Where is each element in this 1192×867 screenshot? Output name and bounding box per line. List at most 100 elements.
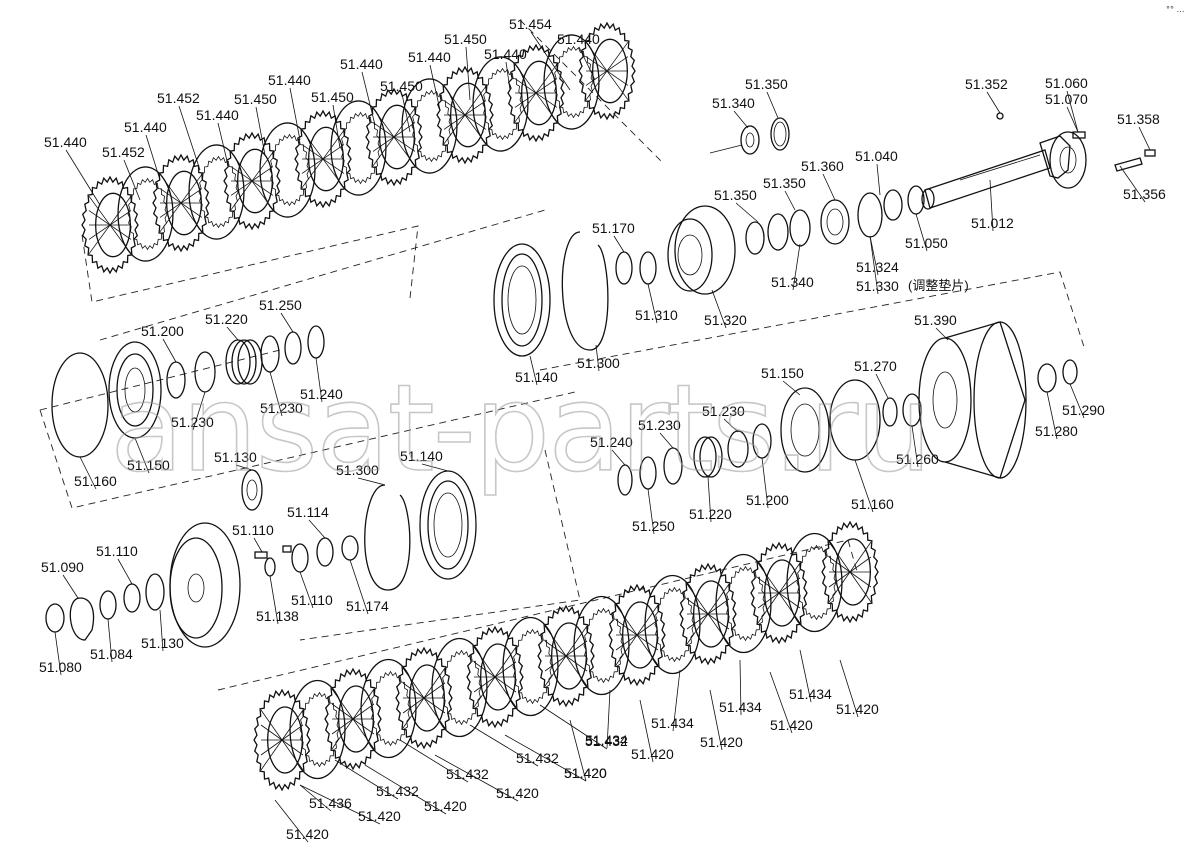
leader-line-f5 [253,537,263,553]
part-labels: 51.44051.45251.44051.45251.44051.45051.4… [39,16,1166,842]
part-label-d8: 51.160 [74,473,117,489]
leader-line-b6 [1138,126,1151,151]
upper-friction-disc [578,21,636,121]
upper-friction-hatch [88,195,132,255]
part-label-g9: 51.420 [564,765,607,781]
part-label-g3: 51.420 [770,717,813,733]
leader-line-g2 [799,649,812,703]
lower-friction-hatch [544,625,588,687]
lower-steel-plate [715,553,772,654]
leader-line-a2 [123,159,141,201]
leader-line-a7 [289,87,301,141]
leader-line-b7 [1119,165,1146,203]
leader-line-e9 [611,449,626,466]
watermark-text: ansat-parts.ru [110,360,930,499]
snap-ring-51300-lower [364,484,411,591]
gear-51130 [169,522,241,648]
lower-friction-disc [253,688,311,792]
rings-51170-51310 [615,251,657,285]
part-label-b9: 51.050 [905,235,948,251]
leader-line-b5 [1066,106,1079,133]
leader-line-a6 [255,106,266,156]
part-label-c4: 51.300 [577,355,620,371]
upper-steel-plate-spline [411,89,452,163]
leader-line-g10 [539,704,608,750]
leader-line-b2 [733,110,749,129]
leader-line-g9 [569,719,587,782]
lower-friction-disc [750,541,808,645]
leader-line-e6 [782,380,801,396]
leader-line-g15 [364,764,447,815]
output-shaft-51012 [921,131,1087,210]
spring-stack-51220-right [617,423,772,496]
part-label-f5: 51.110 [232,522,274,538]
leader-line-c2 [647,283,658,324]
small-rings-lower-left [45,535,359,641]
part-label-a4: 51.452 [157,90,200,106]
leader-line-b3 [986,91,1001,114]
leader-line-a4 [178,105,201,171]
part-label-a13: 51.440 [484,46,527,62]
lower-friction-disc [679,562,737,666]
part-label-g4: 51.434 [719,699,762,715]
leader-line-d3 [162,338,177,363]
part-label-d3: 51.200 [141,323,184,339]
leader-line-g4 [739,659,742,716]
leader-line-a11 [429,64,441,111]
leader-line-e7 [723,418,739,433]
leader-line-e13 [854,459,874,513]
leader-line-e1 [935,327,949,341]
part-label-g1: 51.420 [836,701,879,717]
lower-steel-plate [786,532,843,633]
gear-51320 [667,205,736,295]
part-label-b6: 51.358 [1117,111,1160,127]
leader-line-g17 [299,784,381,825]
leader-line-a3 [145,134,161,181]
part-label-g6: 51.434 [651,715,694,731]
corner-mark: °° … [1166,5,1185,14]
part-label-g18: 51.436 [309,795,352,811]
part-label-c2: 51.310 [635,307,678,323]
part-label-e8: 51.230 [638,417,681,433]
leader-line-a15 [578,46,596,81]
lower-steel-plate-spline [512,628,553,705]
shim-note: (调整垫片) [908,278,969,293]
part-label-g12: 51.432 [516,750,559,766]
leader-line-b14 [792,243,801,291]
leader-line-g16 [334,759,399,800]
clutch-hub-51140-upper [493,243,551,357]
snap-ring-51300-upper [561,231,609,351]
upper-steel-plate-spline [269,133,310,207]
leader-line-f3 [421,463,449,472]
part-label-g11: 51.420 [564,765,607,781]
leader-line-g18 [299,784,332,812]
part-label-g16: 51.432 [376,783,419,799]
part-label-f13: 51.080 [39,659,82,675]
part-label-f8: 51.110 [291,592,333,608]
leader-line-a1 [65,149,101,206]
part-label-b5: 51.070 [1045,91,1088,107]
leader-line-b9 [915,213,928,252]
part-label-b13: 51.350 [714,187,757,203]
leader-line-d2 [280,312,294,333]
leader-line-d4 [315,357,323,403]
part-label-g7: 51.420 [631,746,674,762]
part-label-b4: 51.060 [1045,75,1088,91]
lower-friction-disc [537,604,595,708]
lower-friction-disc [821,520,879,624]
leader-line-c3 [711,289,727,329]
part-label-g14: 51.432 [446,766,489,782]
part-label-d2: 51.250 [259,297,302,313]
lower-friction-disc [608,583,666,687]
lower-steel-plate-spline [441,649,482,726]
part-label-a5: 51.440 [196,107,239,123]
part-label-b14: 51.340 [771,274,814,290]
lower-steel-plate-spline [654,586,695,663]
upper-steel-plate-spline [553,45,594,119]
lower-steel-plate [644,574,701,675]
leader-line-f2 [357,477,386,486]
part-label-a15: 51.440 [557,31,600,47]
leader-line-f1 [235,464,253,471]
part-label-f2: 51.300 [336,462,379,478]
